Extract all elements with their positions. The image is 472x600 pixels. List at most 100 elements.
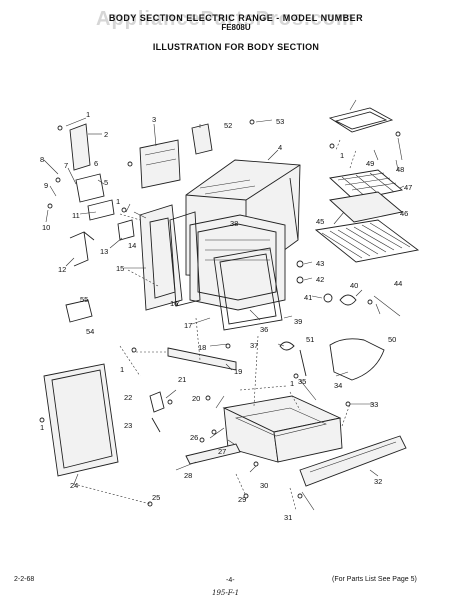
bracket-11	[87, 199, 115, 221]
callout: 9	[44, 181, 48, 190]
callout: 23	[124, 421, 132, 430]
callout: 51	[306, 335, 314, 344]
illustration-title: ILLUSTRATION FOR BODY SECTION	[152, 42, 320, 52]
bracket-52	[191, 123, 213, 155]
oven-door-frame	[213, 247, 283, 331]
footer-code: 2-2-68	[14, 576, 35, 583]
broiler-grid	[329, 169, 404, 201]
drawer-rail	[185, 443, 241, 465]
callout: 1	[120, 365, 124, 374]
callout: 44	[394, 279, 402, 288]
screw-43	[296, 260, 304, 268]
callout: 52	[224, 121, 232, 130]
parts-list-note: (For Parts List See Page 5)	[332, 576, 417, 583]
callout: 39	[294, 317, 302, 326]
bracket-13	[117, 219, 135, 241]
callout: 20	[192, 394, 200, 403]
callout: 11	[72, 211, 80, 220]
callout: 6	[94, 159, 98, 168]
callout: 1	[116, 197, 120, 206]
callout: 43	[316, 259, 324, 268]
fasteners	[39, 119, 401, 507]
callout: 14	[128, 241, 136, 250]
watermark-text: AppliancePartsPros.com	[96, 8, 355, 30]
callout: 33	[370, 400, 378, 409]
callout: 36	[260, 325, 268, 334]
callout: 10	[42, 223, 50, 232]
element-top	[328, 107, 394, 133]
callout: 7	[64, 161, 68, 170]
callout: 34	[334, 381, 342, 390]
callout: 22	[124, 393, 132, 402]
callout: 1	[340, 151, 344, 160]
model-title: BODY SECTION ELECTRIC RANGE - MODEL NUMB…	[108, 13, 364, 23]
callout: 45	[316, 217, 324, 226]
page-number: -4-	[226, 577, 235, 584]
callout: 16	[170, 299, 178, 308]
insulation-panel	[169, 211, 201, 307]
front-frame	[43, 363, 119, 477]
callout: 4	[278, 143, 282, 152]
callout: 28	[184, 471, 192, 480]
callout: 31	[284, 513, 292, 522]
drip-tray	[329, 338, 385, 381]
lamp-41	[323, 293, 333, 303]
callout: 50	[388, 335, 396, 344]
callout: 38	[230, 219, 238, 228]
callout: 8	[40, 155, 44, 164]
callout: 21	[178, 375, 186, 384]
drawer-front	[299, 435, 407, 487]
callout: 55	[80, 295, 88, 304]
callout: 53	[276, 117, 284, 126]
callout: 5	[104, 178, 108, 187]
callout: 54	[86, 327, 94, 336]
broiler-pan	[329, 191, 404, 223]
callout: 49	[366, 159, 374, 168]
oven-cavity	[189, 214, 286, 311]
callout: 24	[70, 481, 78, 490]
callout: 12	[58, 265, 66, 274]
callout: 27	[218, 447, 226, 456]
trim-strip	[167, 347, 237, 371]
callout: 42	[316, 275, 324, 284]
callout-labels: 1 2 3 4 5 6 7 8 9 10 11 12 13 14 15 16 1…	[40, 110, 412, 522]
callout: 26	[190, 433, 198, 442]
handwritten-mark: 195-F-1	[212, 589, 240, 597]
callout: 18	[198, 343, 206, 352]
callout: 1	[86, 110, 90, 119]
rod-44	[373, 295, 401, 317]
callout: 40	[350, 281, 358, 290]
left-bracket	[69, 123, 91, 171]
callout: 3	[152, 115, 156, 124]
hinge-22	[149, 391, 165, 413]
callout: 35	[298, 377, 306, 386]
callout: 47	[404, 183, 412, 192]
screw-42	[296, 276, 304, 284]
callout: 15	[116, 264, 124, 273]
callout: 29	[238, 495, 246, 504]
knob-37	[279, 341, 295, 351]
callout: 19	[234, 367, 242, 376]
pin-51	[299, 349, 307, 377]
callout: 25	[152, 493, 160, 502]
side-panel	[139, 204, 183, 311]
callout: 17	[184, 321, 192, 330]
callout: 46	[400, 209, 408, 218]
back-panel	[139, 139, 181, 189]
oven-rack	[314, 219, 420, 263]
callout: 2	[104, 130, 108, 139]
callout: 13	[100, 247, 108, 256]
assembly-lines	[73, 139, 357, 511]
leader-lines	[43, 99, 405, 511]
callout: 1	[290, 379, 294, 388]
lens-40	[339, 294, 357, 306]
hinge	[65, 299, 93, 323]
storage-drawer	[222, 395, 343, 463]
callout: 1	[40, 423, 44, 432]
bracket-12	[69, 231, 95, 267]
spring-23	[151, 417, 161, 433]
callout: 37	[250, 341, 258, 350]
terminal-block	[75, 173, 105, 203]
